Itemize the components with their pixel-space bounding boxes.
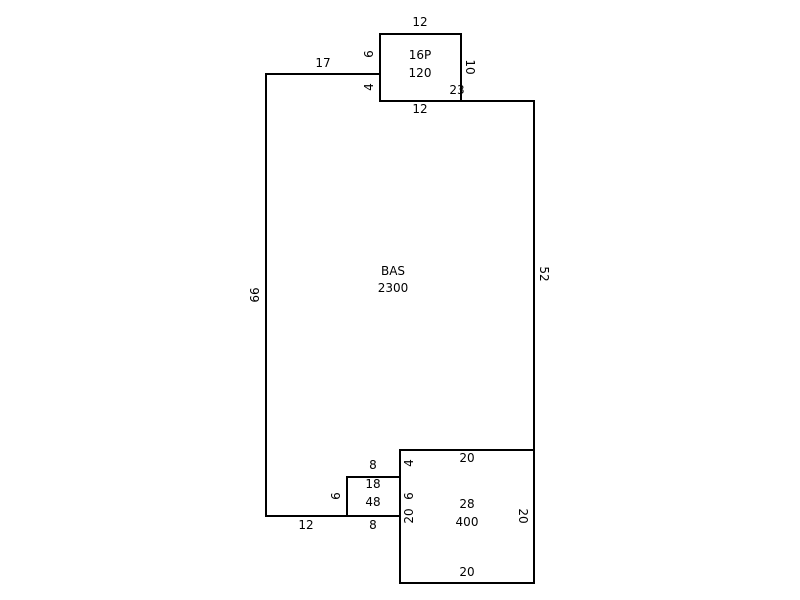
dim-corner-top: 20 (459, 451, 474, 465)
dim-main-top-right: 23 (449, 83, 464, 97)
small-area-value: 48 (365, 495, 380, 509)
corner-area-outline (399, 449, 535, 584)
corner-area-value: 400 (456, 515, 479, 529)
main-area-value: 2300 (378, 281, 409, 295)
top-area-value: 120 (409, 66, 432, 80)
dim-top-bottom: 12 (412, 102, 427, 116)
dim-main-top-left: 17 (315, 56, 330, 70)
corner-area-code: 28 (459, 497, 474, 511)
dim-small-left: 6 (329, 492, 343, 500)
dim-top-width: 12 (412, 15, 427, 29)
dim-main-right: 52 (537, 266, 551, 281)
dim-small-bottom: 8 (369, 518, 377, 532)
main-area-code: BAS (381, 264, 405, 278)
dim-corner-left-mid: 6 (402, 492, 416, 500)
top-area-outline (379, 33, 462, 102)
dim-corner-left-lower: 20 (402, 508, 416, 523)
dim-top-left-lower: 4 (362, 83, 376, 91)
dim-top-left-upper: 6 (362, 50, 376, 58)
dim-main-bottom-left: 12 (298, 518, 313, 532)
small-area-code: 18 (365, 477, 380, 491)
dim-small-top: 8 (369, 458, 377, 472)
top-area-code: 16P (409, 48, 432, 62)
dim-main-left: 66 (248, 287, 262, 302)
dim-corner-right: 20 (516, 508, 530, 523)
dim-corner-bottom: 20 (459, 565, 474, 579)
dim-corner-left-upper: 4 (402, 459, 416, 467)
dim-top-right: 10 (463, 59, 477, 74)
